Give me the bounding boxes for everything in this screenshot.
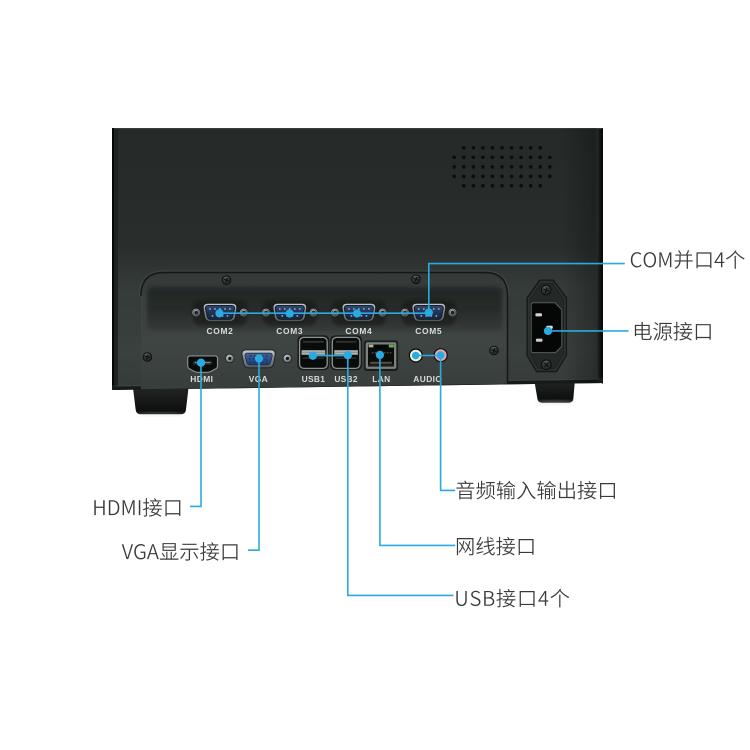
- svg-text:AUDIO: AUDIO: [413, 374, 442, 384]
- svg-text:COM5: COM5: [415, 326, 442, 336]
- svg-text:VGA: VGA: [249, 374, 268, 384]
- svg-text:COM2: COM2: [207, 326, 234, 336]
- svg-text:USB1: USB1: [302, 374, 326, 384]
- svg-text:COM3: COM3: [276, 326, 303, 336]
- svg-text:COM4: COM4: [345, 326, 372, 336]
- svg-text:LAN: LAN: [372, 374, 390, 384]
- svg-text:USB2: USB2: [334, 374, 358, 384]
